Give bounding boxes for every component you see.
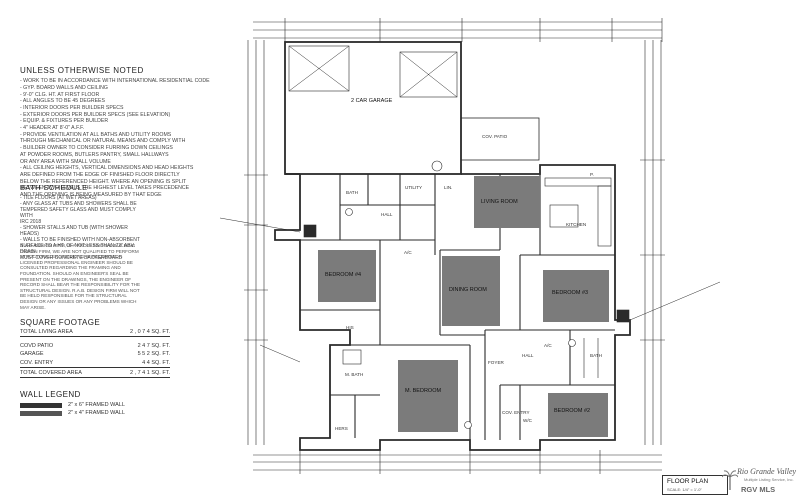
general-note-item: - ALL CEILING HEIGHTS, VERTICAL DIMENSIO…: [20, 165, 194, 172]
palm-tree-icon: [722, 470, 738, 490]
square-footage-row: COV. ENTRY 4 4 SQ. FT.: [20, 358, 170, 368]
general-note-item: BETWEEN TWO LEVELS THE HIGHEST LEVEL TAK…: [20, 185, 190, 192]
bath-schedule-item: IRC 2018: [20, 219, 42, 225]
logo-line-1: Rio Grande Valley: [737, 467, 797, 476]
square-footage-label: GARAGE: [20, 351, 44, 357]
room-label-bedroom-3: BEDROOM #3: [552, 290, 589, 296]
general-note-item: THROUGH MECHANICAL OR NATURAL MEANS AND …: [20, 138, 186, 145]
rgv-mls-watermark: Rio Grande Valley Multiple Listing Servi…: [722, 466, 800, 500]
room-label-foyer: FOYER: [488, 360, 504, 365]
bath-schedule-item: - ANY GLASS AT TUBS AND SHOWERS SHALL BE: [20, 201, 137, 207]
general-note-item: - EXTERIOR DOORS PER BUILDER SPECS (SEE …: [20, 111, 171, 118]
bath-schedule-title: BATH SCHEDULE: [20, 183, 88, 192]
room-label-cov-patio: COV. PATIO: [482, 134, 508, 139]
room-label-pantry: P.: [590, 172, 594, 177]
bath-schedule-item: SURFACE TO A HT. OF NOT LESS THAN 72" AB…: [20, 243, 135, 255]
room-highlights: [318, 176, 609, 437]
general-note-item: - EQUIP. & FIXTURES PER BUILDER: [20, 118, 109, 125]
wall-legend-label: 2" x 6" FRAMED WALL: [68, 402, 125, 408]
general-note-item: - 4" HEADER AT 8'-0" A.F.F.: [20, 125, 85, 132]
room-label-hall: HALL: [381, 212, 393, 217]
general-note-item: AND THE OPENING IS BEING MEASURED BY THA…: [20, 191, 162, 198]
drawing-title: FLOOR PLAN: [667, 478, 709, 485]
room-label-ac: A/C: [404, 250, 412, 255]
general-note-item: - WORK TO BE IN ACCORDANCE WITH INTERNAT…: [20, 78, 210, 85]
room-label-hers: HERS: [335, 426, 348, 431]
total-covered-row: TOTAL COVERED AREA 2 , 7 4 1 SQ. FT.: [20, 368, 170, 378]
square-footage-value: 4 4 SQ. FT.: [142, 359, 170, 366]
bath-schedule-item: MUST COVER CONCRETE BACKERBOARD: [20, 255, 123, 261]
square-footage-label: COVD PATIO: [20, 343, 54, 349]
total-living-value: 2 , 0 7 4 SQ. FT.: [129, 328, 170, 335]
drawing-scale: SCALE: 1/4" = 1'-0": [667, 487, 702, 492]
room-label-bath: BATH: [346, 190, 358, 195]
bath-schedule-item: TEMPERED SAFETY GLASS AND MUST COMPLY WI…: [20, 207, 136, 219]
bath-schedule-item: - WALLS TO BE FINISHED WITH NON-ABSORBEN…: [20, 237, 140, 243]
general-note-item: BELOW THE REFERENCED HEIGHT. WHERE AN OP…: [20, 178, 187, 185]
logo-line-2: Multiple Listing Service, Inc.: [744, 477, 794, 482]
general-note-item: - BUILDER OWNER TO CONSIDER FURRING DOWN…: [20, 145, 173, 152]
wall-2x6-swatch: [20, 402, 62, 408]
total-covered-value: 2 , 7 4 1 SQ. FT.: [129, 369, 170, 376]
general-note-item: OR ANY AREA WITH SMALL VOLUME: [20, 158, 111, 165]
wall-legend-item: 2" x 4" FRAMED WALL: [20, 410, 125, 416]
general-note-item: - ALL ANGLES TO BE 45 DEGREES: [20, 98, 105, 105]
fixtures: [303, 160, 630, 429]
room-label-master-bath: M. BATH: [345, 372, 364, 377]
bath-schedule: - TILE FLOORS (AT WET AREAS)- ANY GLASS …: [20, 195, 140, 261]
general-notes-title: UNLESS OTHERWISE NOTED: [20, 66, 144, 75]
general-note-item: - GYP. BOARD WALLS AND CEILING: [20, 84, 108, 91]
wall-legend-label: 2" x 4" FRAMED WALL: [68, 410, 125, 416]
general-note-item: ARE DEFINED FROM THE EDGE OF FINISHED FL…: [20, 171, 180, 178]
room-label-garage: 2 CAR GARAGE: [351, 98, 393, 104]
room-label-linen: LIN.: [444, 185, 453, 190]
bath-schedule-item: - SHOWER STALLS AND TUB (WITH SHOWER HEA…: [20, 225, 128, 237]
general-notes-list: - WORK TO BE IN ACCORDANCE WITH INTERNAT…: [20, 78, 225, 198]
title-block: FLOOR PLAN SCALE: 1/4" = 1'-0": [662, 475, 728, 495]
general-notes: UNLESS OTHERWISE NOTED - WORK TO BE IN A…: [20, 66, 225, 199]
room-label-bath: BATH: [590, 353, 602, 358]
room-label-master-bedroom: M. BEDROOM: [405, 388, 442, 394]
square-footage-label: COV. ENTRY: [20, 359, 54, 366]
square-footage-value: 5 5 2 SQ. FT.: [137, 351, 170, 357]
room-label-wic: W/C: [523, 418, 532, 423]
room-label-dining: DINING ROOM: [449, 287, 487, 293]
square-footage-table: TOTAL LIVING AREA 2 , 0 7 4 SQ. FT. COVD…: [20, 327, 170, 378]
callout-leaders: [219, 217, 721, 363]
room-label-kitchen: KITCHEN: [566, 222, 587, 227]
room-label-his: HIS: [346, 325, 354, 330]
bath-schedule-item: - TILE FLOORS (AT WET AREAS): [20, 195, 97, 201]
square-footage-row: GARAGE 5 5 2 SQ. FT.: [20, 350, 170, 358]
total-living-label: TOTAL LIVING AREA: [20, 328, 73, 335]
wall-legend-title: WALL LEGEND: [20, 390, 81, 399]
wall-2x4-swatch: [20, 410, 62, 416]
general-note-item: - 9'-0" CLG. HT. AT FIRST FLOOR: [20, 91, 100, 98]
square-footage-title: SQUARE FOOTAGE: [20, 318, 101, 327]
engineering-note: R.A.B. DESIGN FIRM, IS A PROFESSIONAL BU…: [20, 243, 141, 310]
room-label-bedroom-2: BEDROOM #2: [554, 408, 591, 414]
general-note-item: - INTERIOR DOORS PER BUILDER SPECS: [20, 105, 124, 112]
room-label-living: LIVING ROOM: [481, 199, 518, 205]
square-footage-value: 2 4 7 SQ. FT.: [137, 343, 170, 349]
total-covered-label: TOTAL COVERED AREA: [20, 369, 82, 376]
wall-legend-item: 2" x 6" FRAMED WALL: [20, 402, 125, 408]
general-note-item: AT POWDER ROOMS, BUTLERS PANTRY, SMALL H…: [20, 151, 169, 158]
room-label-utility: UTILITY: [405, 185, 423, 190]
general-note-item: - PROVIDE VENTILATION AT ALL BATHS AND U…: [20, 131, 172, 138]
room-label-hall: HALL: [522, 353, 534, 358]
logo-line-3: RGV MLS: [741, 485, 776, 494]
room-label-bedroom-4: BEDROOM #4: [325, 272, 362, 278]
total-living-row: TOTAL LIVING AREA 2 , 0 7 4 SQ. FT.: [20, 327, 170, 337]
square-footage-row: COVD PATIO 2 4 7 SQ. FT.: [20, 342, 170, 350]
dimension-lines: [244, 18, 665, 474]
room-label-cov-entry: COV. ENTRY: [502, 410, 530, 415]
room-label-ac: A/C: [544, 343, 552, 348]
